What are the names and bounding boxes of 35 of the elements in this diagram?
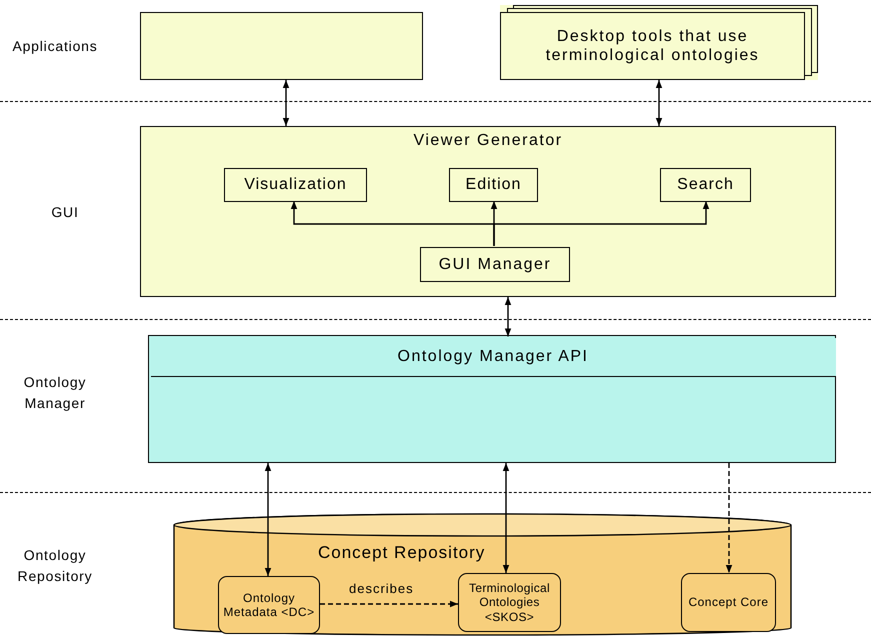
application-box (140, 12, 423, 80)
node-text: Ontology Manager API (398, 346, 588, 366)
layer-label: Ontology Manager (22, 373, 88, 413)
component-box (660, 168, 751, 202)
node-text: Desktop tools that use terminological ontologies (544, 26, 760, 66)
node-text: GUI Manager (438, 254, 552, 274)
rounded-box (458, 573, 561, 632)
container-box (140, 126, 836, 297)
component-box (224, 168, 367, 202)
layer-box (148, 335, 836, 463)
arrow (264, 463, 272, 576)
arrow (656, 80, 662, 126)
component-box (420, 247, 570, 282)
node-text: Visualization (244, 175, 347, 195)
node-text: Edition (466, 175, 522, 195)
arrow (504, 297, 512, 336)
layer-label: Ontology Repository (16, 546, 94, 586)
node-text: Search (677, 175, 734, 195)
node-text: Terminological Ontologies <SKOS> (468, 580, 551, 624)
node-text: Concept Repository (318, 543, 486, 563)
component-box (449, 168, 538, 202)
stacked-application-box (500, 5, 818, 80)
layer-label: Applications (11, 37, 99, 56)
node-text: Viewer Generator (413, 131, 563, 150)
dashed-arrow (726, 463, 732, 573)
rounded-box (218, 576, 320, 634)
layer-label: GUI (50, 203, 80, 222)
api-band (150, 338, 836, 376)
arrow (502, 463, 510, 573)
arrow (282, 80, 290, 126)
arrow (493, 201, 710, 246)
node-text: Ontology Metadata <DC> (222, 590, 316, 620)
rounded-box (681, 573, 776, 632)
dashed-arrow (320, 600, 458, 608)
node-text: Concept Core (688, 595, 769, 610)
